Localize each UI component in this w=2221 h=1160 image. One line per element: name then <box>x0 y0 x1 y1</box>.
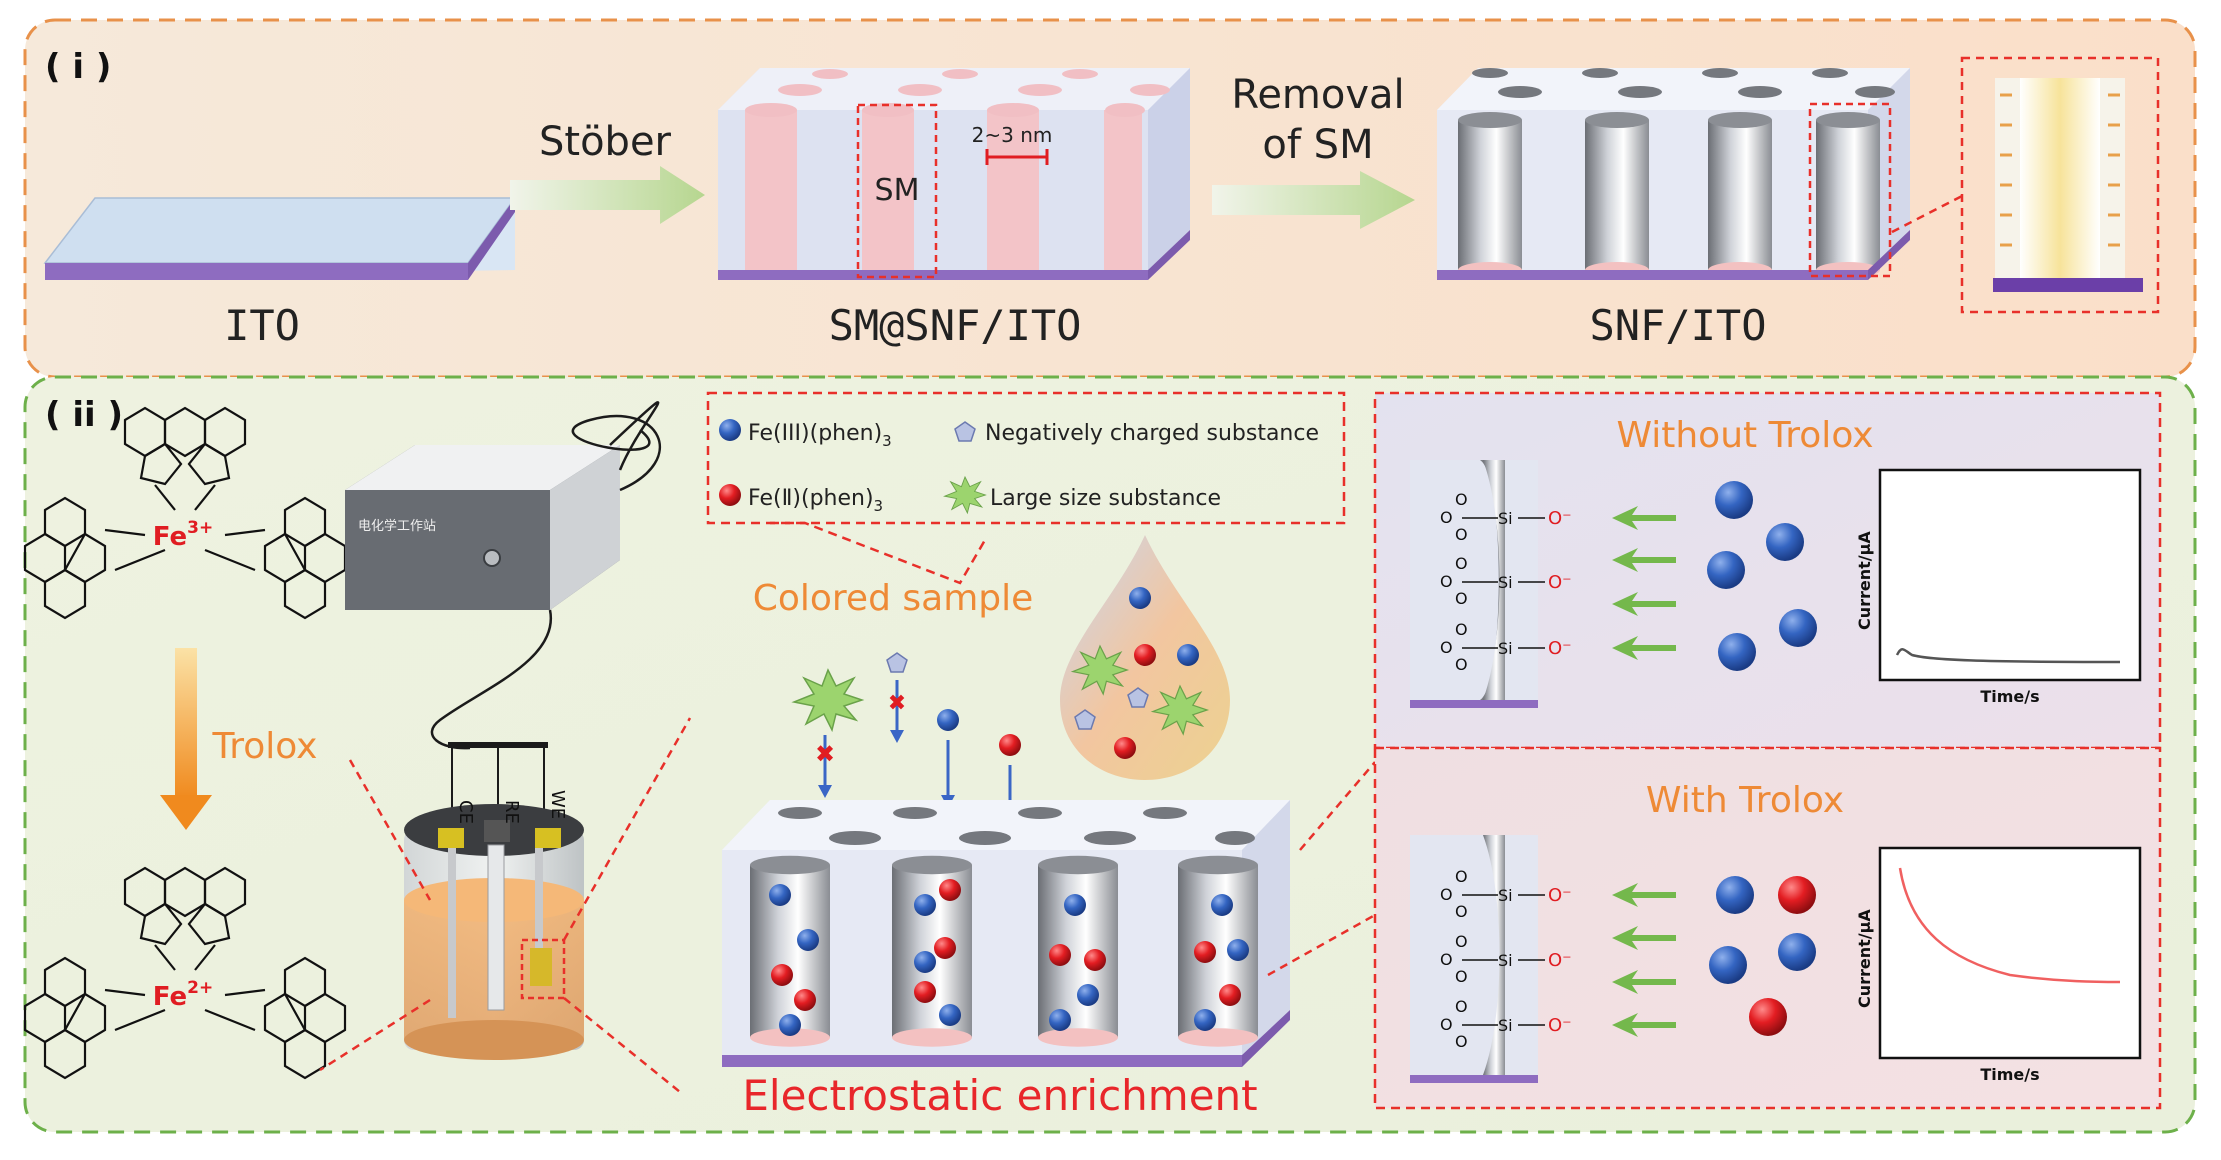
svg-text:O: O <box>1440 508 1453 527</box>
svg-text:Si: Si <box>1498 951 1513 970</box>
sm-snf-block <box>718 68 1190 280</box>
cell-callout-lines <box>319 717 692 1093</box>
legend-box <box>706 391 1346 585</box>
without-title: Without Trolox <box>1616 415 1873 456</box>
svg-text:O: O <box>1440 885 1453 904</box>
legend-fe2-label: Fe(Ⅱ)(phen)3 <box>748 486 883 515</box>
fe2-ion-label: Fe2+ <box>153 978 213 1012</box>
stober-label: Stöber <box>539 119 672 165</box>
electrochemical-workstation <box>345 445 620 610</box>
svg-text:Si: Si <box>1498 573 1513 592</box>
sm-label: SM <box>875 173 920 208</box>
svg-text:O⁻: O⁻ <box>1548 572 1572 593</box>
svg-text:O⁻: O⁻ <box>1548 950 1572 971</box>
fe2-phen-complex <box>23 866 347 1080</box>
svg-text:O⁻: O⁻ <box>1548 885 1572 906</box>
svg-text:Si: Si <box>1498 886 1513 905</box>
without-current-trace <box>1895 648 2121 664</box>
colored-sample-label: Colored sample <box>753 578 1034 619</box>
svg-text:O: O <box>1455 490 1468 509</box>
removal-label-2: of SM <box>1262 122 1373 168</box>
svg-text:✖: ✖ <box>888 691 906 716</box>
svg-text:O: O <box>1455 902 1468 921</box>
with-chart-ylabel: Current/μA <box>1855 909 1874 1008</box>
sm-snf-caption: SM@SNF/ITO <box>829 301 1082 350</box>
stober-arrow <box>510 166 705 224</box>
svg-text:O⁻: O⁻ <box>1548 1015 1572 1036</box>
membrane-callout-lines <box>1267 761 1376 977</box>
enrichment-caption: Electrostatic enrichment <box>742 1071 1257 1120</box>
electrode-re: RE <box>501 800 522 824</box>
panel-ii-label: ( ii ) <box>45 395 123 435</box>
with-chart-xlabel: Time/s <box>1980 1065 2039 1084</box>
with-chart-frame <box>1878 846 2142 1060</box>
svg-text:O: O <box>1455 997 1468 1016</box>
svg-text:O⁻: O⁻ <box>1548 508 1572 529</box>
panel-i-label: ( i ) <box>45 47 111 87</box>
legend-fe3-label: Fe(III)(phen)3 <box>748 421 892 450</box>
electrode-ce: CE <box>455 800 476 824</box>
ito-caption: ITO <box>224 301 300 350</box>
fe3-phen-complex <box>23 406 347 620</box>
svg-text:O: O <box>1455 967 1468 986</box>
svg-text:O: O <box>1440 572 1453 591</box>
svg-text:O: O <box>1455 655 1468 674</box>
svg-text:O: O <box>1455 525 1468 544</box>
svg-text:O: O <box>1455 554 1468 573</box>
svg-text:Si: Si <box>1498 1016 1513 1035</box>
electrode-we: WE <box>547 790 568 819</box>
ito-substrate <box>43 197 517 280</box>
fe3-ion-label: Fe3+ <box>153 518 213 552</box>
legend-fe2-sphere <box>719 484 741 506</box>
colored-sample-drop <box>1060 535 1230 780</box>
removal-arrow <box>1212 171 1415 229</box>
svg-text:O: O <box>1440 638 1453 657</box>
pore-size-label: 2~3 nm <box>972 123 1053 147</box>
snf-block <box>1437 68 1910 280</box>
removal-label-1: Removal <box>1231 72 1404 118</box>
workstation-name: 电化学工作站 <box>358 518 436 534</box>
svg-text:O: O <box>1455 867 1468 886</box>
electrochemical-cell <box>404 742 584 1060</box>
without-chart-ylabel: Current/μA <box>1855 531 1874 630</box>
trolox-arrow-label: Trolox <box>212 726 318 767</box>
svg-text:Si: Si <box>1498 639 1513 658</box>
legend-large-label: Large size substance <box>990 486 1221 511</box>
without-chart-xlabel: Time/s <box>1980 687 2039 706</box>
svg-text:O: O <box>1440 950 1453 969</box>
with-current-trace <box>1898 867 2121 984</box>
svg-text:O⁻: O⁻ <box>1548 638 1572 659</box>
svg-text:O: O <box>1455 932 1468 951</box>
svg-text:O: O <box>1455 589 1468 608</box>
svg-text:O: O <box>1455 620 1468 639</box>
without-chart-frame <box>1878 468 2142 682</box>
panel-i: ( i ) ITO Stöber <box>23 18 2197 379</box>
svg-text:O: O <box>1455 1032 1468 1051</box>
snf-caption: SNF/ITO <box>1589 301 1766 350</box>
svg-text:✖: ✖ <box>815 740 835 768</box>
electrode-cables <box>430 401 662 750</box>
svg-text:Si: Si <box>1498 509 1513 528</box>
pore-zoom-callout <box>1891 56 2160 314</box>
snf-membrane-enrichment <box>722 800 1290 1067</box>
trolox-reduction-arrow <box>160 648 212 830</box>
legend-negative-label: Negatively charged substance <box>985 421 1319 446</box>
panel-ii: ( ii ) <box>23 375 2197 1134</box>
svg-text:O: O <box>1440 1015 1453 1034</box>
legend-fe3-sphere <box>719 419 741 441</box>
with-title: With Trolox <box>1646 780 1844 821</box>
